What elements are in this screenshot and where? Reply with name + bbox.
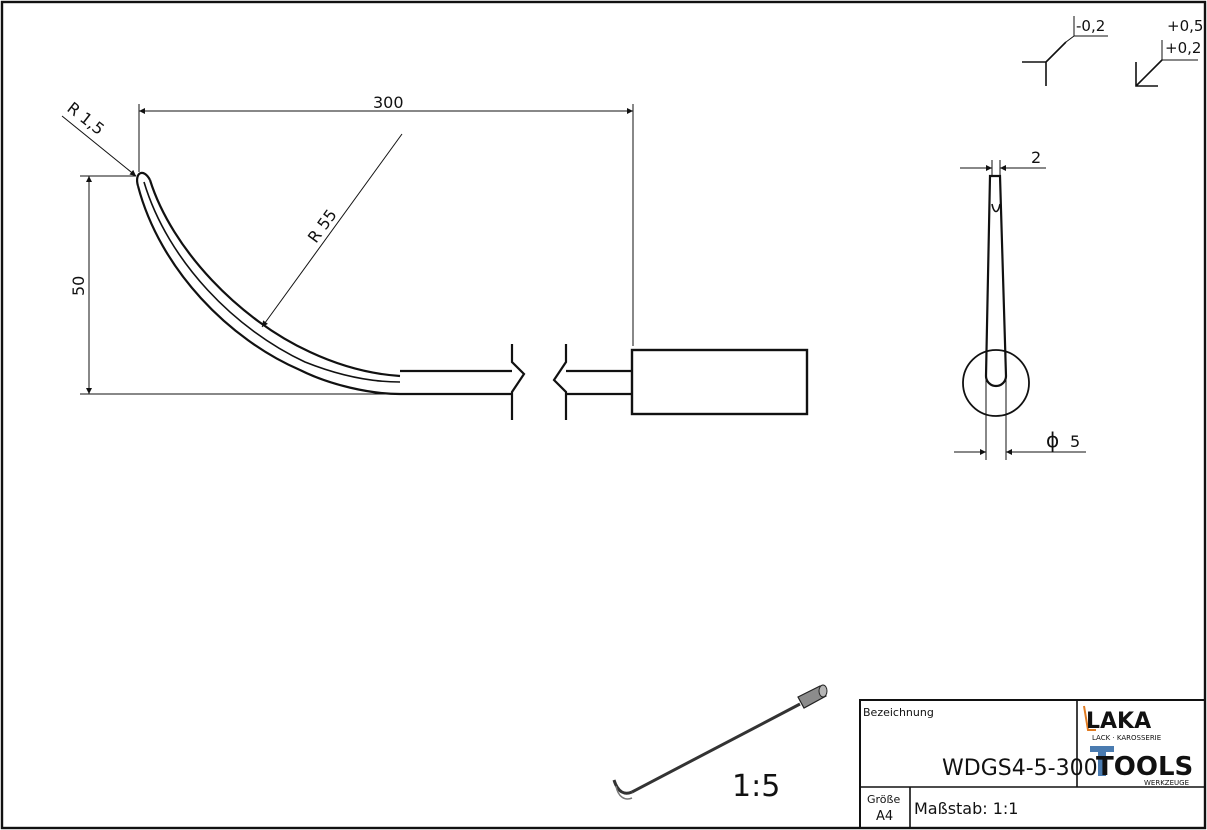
logo-brand-top: LAKA (1086, 709, 1151, 734)
tolerance-b-lower: +0,2 (1165, 39, 1201, 57)
hook-mid-line (143, 181, 401, 383)
dim-diameter-value: 5 (1070, 432, 1080, 451)
dim-tip-radius: R 1,5 (64, 98, 109, 139)
tolerance-symbol-b: +0,5 +0,2 (1135, 17, 1203, 87)
hook-tip (136, 171, 151, 187)
preview-scale-label: 1:5 (732, 769, 780, 804)
size-label: Größe (867, 793, 900, 806)
dim-diameter-symbol: ϕ (1046, 428, 1059, 452)
logo-brand-bottom: TOOLS (1096, 752, 1193, 782)
size-value: A4 (876, 809, 893, 824)
break-line-left (510, 344, 526, 420)
tolerance-symbol-a: -0,2 (1022, 16, 1108, 86)
blade-profile (984, 174, 1008, 388)
side-view: 300 50 R 1,5 R 55 (61, 93, 809, 420)
logo-brand-bottom-sub: WERKZEUGE (1144, 779, 1189, 787)
dim-length-300: 300 (373, 93, 404, 112)
hook-inner-curve (148, 179, 401, 378)
hook-outer-curve (136, 185, 401, 396)
shaft-after-break (566, 369, 632, 396)
tolerance-b-upper: +0,5 (1167, 17, 1203, 35)
dim-tip-width: 2 (1031, 148, 1041, 167)
break-line-right (552, 344, 568, 420)
title-block: Bezeichnung WDGS4-5-300 Größe A4 Maßstab… (859, 699, 1206, 829)
designation-label: Bezeichnung (863, 706, 934, 719)
preview-hook (612, 779, 633, 795)
designation-value: WDGS4-5-300 (942, 756, 1098, 781)
tolerance-a-value: -0,2 (1076, 17, 1105, 35)
handle-body (630, 348, 809, 416)
scale-label: Maßstab: 1:1 (914, 799, 1018, 818)
end-view: 2 ϕ 5 (954, 148, 1086, 460)
isometric-preview: 1:5 (612, 684, 828, 804)
hammer-icon (1090, 746, 1114, 776)
handle-end-circle (962, 349, 1030, 417)
laka-tools-logo: LAKA LACK · KAROSSERIE TOOLS WERKZEUGE (1083, 705, 1193, 787)
preview-shaft (631, 702, 801, 794)
logo-brand-top-sub: LACK · KAROSSERIE (1092, 734, 1161, 742)
dim-height-50: 50 (69, 276, 88, 296)
